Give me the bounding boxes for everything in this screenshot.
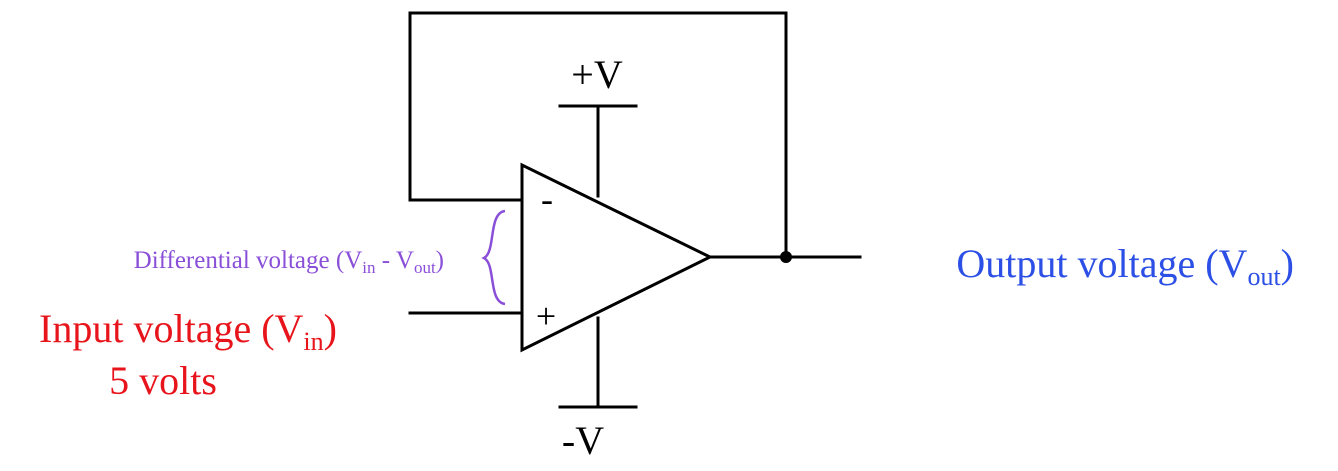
output-junction-dot <box>780 251 792 263</box>
feedback-wire <box>408 11 788 259</box>
output-voltage-label: Output voltage (Vout) <box>956 241 1294 291</box>
positive-supply-label: +V <box>571 52 623 97</box>
negative-supply-label: -V <box>562 418 604 463</box>
input-voltage-label: Input voltage (Vin) <box>39 306 337 356</box>
differential-voltage-label: Differential voltage (Vin - Vout) <box>134 247 444 277</box>
inverting-input-sign: - <box>541 179 553 219</box>
op-amp-triangle <box>520 162 714 353</box>
differential-brace-icon <box>481 209 506 306</box>
input-voltage-value: 5 volts <box>109 358 217 403</box>
noninverting-input-sign: + <box>536 296 556 336</box>
